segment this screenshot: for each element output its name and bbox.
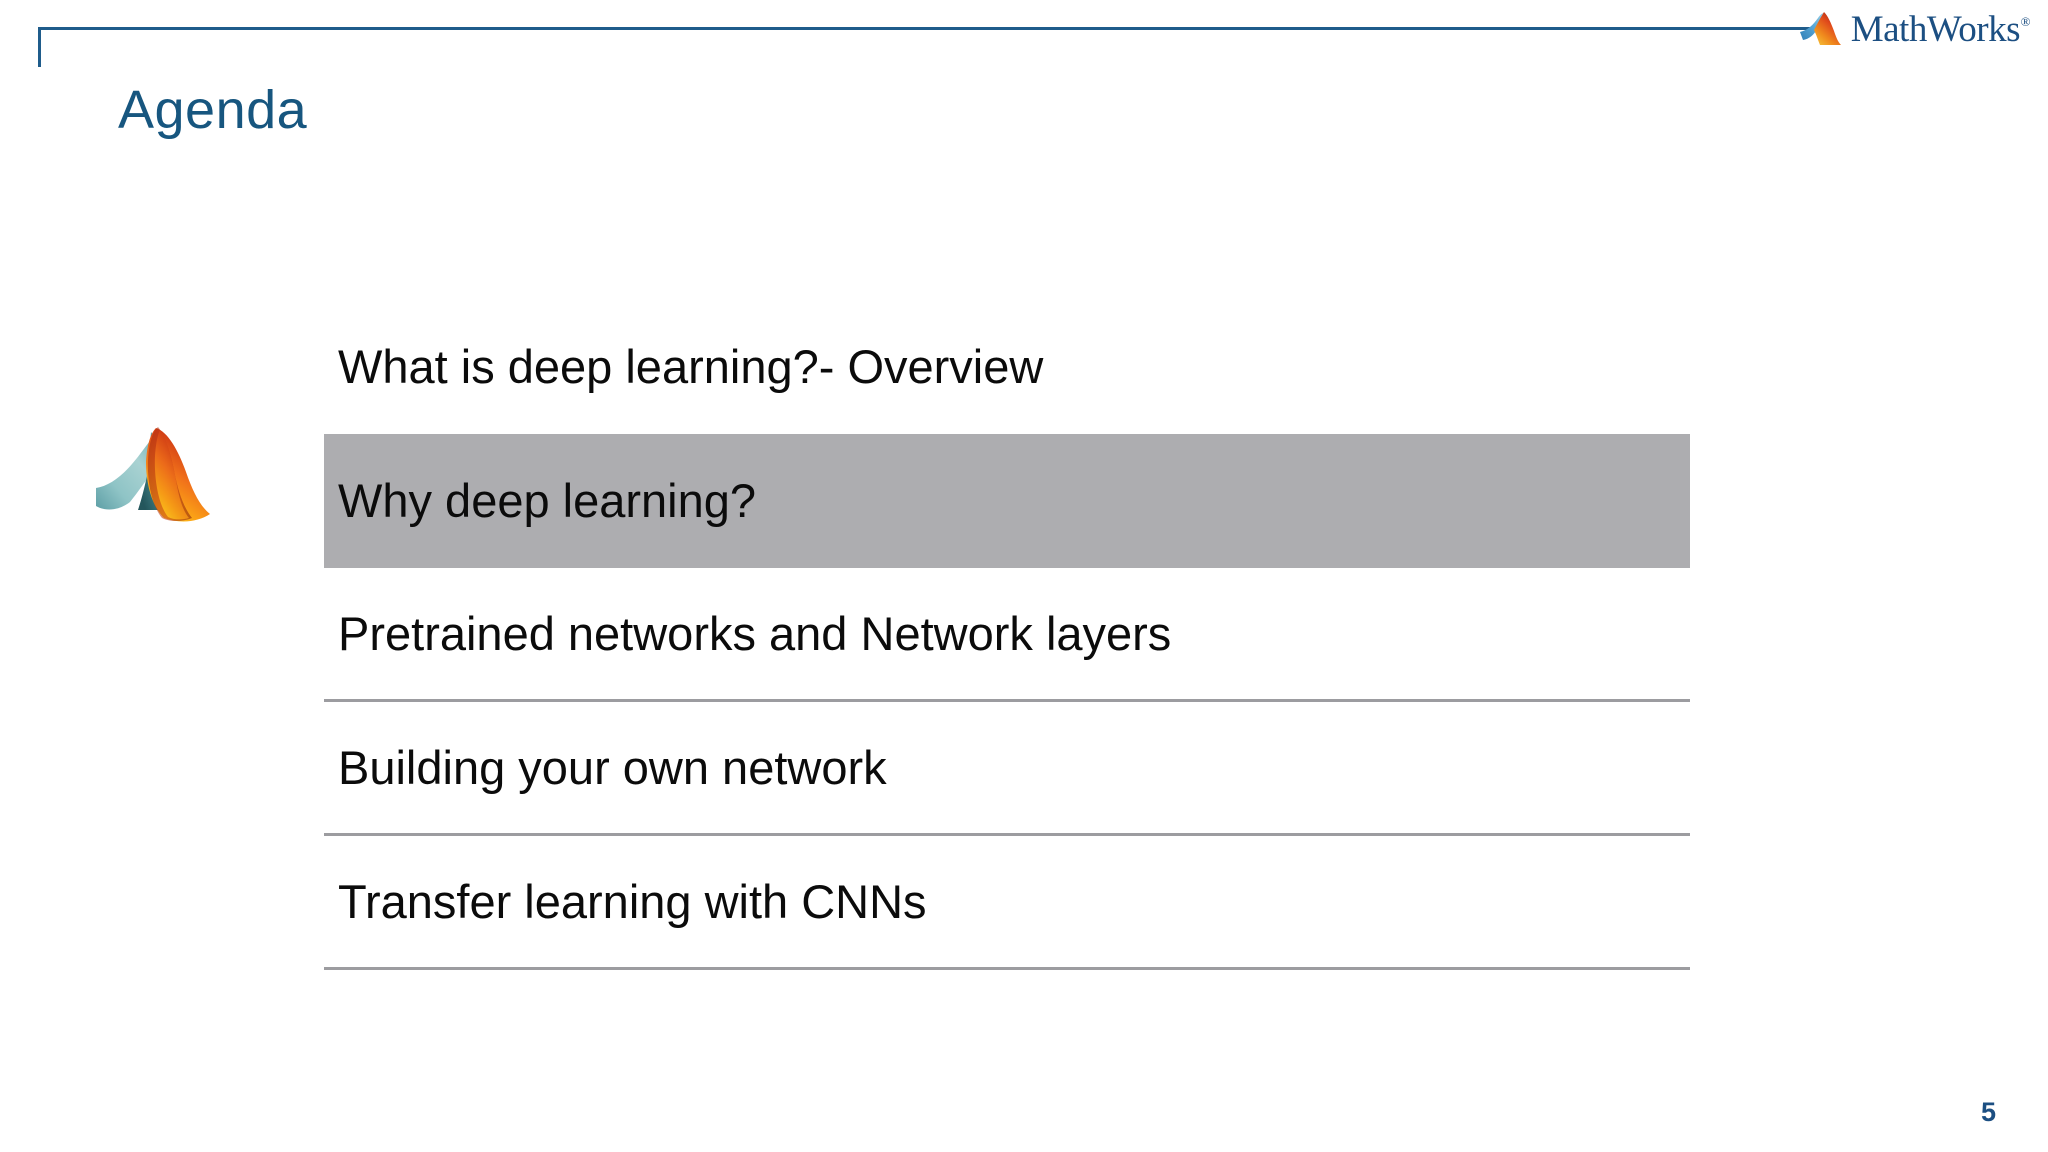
header-rule-horizontal (38, 27, 1810, 30)
agenda-item-label: Pretrained networks and Network layers (338, 606, 1172, 660)
page-title: Agenda (118, 80, 308, 140)
mathworks-wordmark-text: MathWorks (1850, 8, 2021, 50)
agenda-item-label: What is deep learning?- Overview (338, 340, 1044, 394)
agenda-item-pretrained-networks[interactable]: Pretrained networks and Network layers (324, 568, 1690, 702)
agenda-item-transfer-learning-with-cnns[interactable]: Transfer learning with CNNs (324, 836, 1690, 970)
agenda-item-label: Why deep learning? (338, 474, 757, 528)
agenda-item-label: Building your own network (338, 740, 887, 794)
header-rule-vertical (38, 27, 41, 67)
agenda-item-label: Transfer learning with CNNs (338, 874, 927, 928)
matlab-membrane-icon (1799, 12, 1841, 45)
matlab-membrane-logo-icon (96, 427, 210, 522)
agenda-list: What is deep learning?- Overview Why dee… (324, 300, 1690, 970)
page-number: 5 (1980, 1097, 1996, 1127)
mathworks-brand-lockup: MathWorks ® (1799, 4, 2031, 54)
mathworks-wordmark: MathWorks ® (1850, 8, 2031, 50)
agenda-item-what-is-deep-learning[interactable]: What is deep learning?- Overview (324, 300, 1690, 434)
registered-trademark-icon: ® (2020, 13, 2031, 29)
agenda-item-why-deep-learning[interactable]: Why deep learning? (324, 434, 1690, 568)
agenda-item-building-your-own-network[interactable]: Building your own network (324, 702, 1690, 836)
